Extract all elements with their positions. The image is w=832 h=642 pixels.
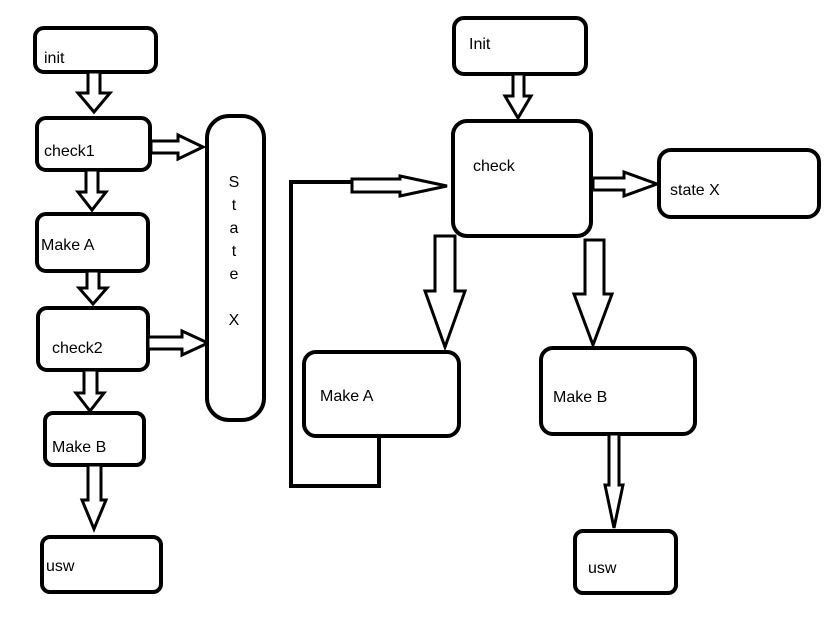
arrow-make-a-to-check2 [75,269,111,307]
right-init-label: Init [469,36,491,53]
arrow-right-init-to-check [502,72,534,121]
right-usw-label: usw [588,560,617,577]
left-make-a-label: Make A [41,237,95,254]
right-state-x-label: state X [670,182,720,199]
arrow-check-to-make-a [422,234,468,352]
arrow-loop-into-check [350,174,448,198]
right-usw-node: usw [573,529,678,595]
left-check2-label: check2 [52,340,103,357]
left-make-a-node: Make A [35,212,150,273]
state-x-letter-e: e [230,266,239,283]
arrow-check-to-make-b [571,238,615,350]
left-usw-label: usw [46,558,75,575]
left-make-b-label: Make B [52,439,106,456]
arrow-check1-to-make-a [74,168,110,213]
arrow-left-init-to-check1 [74,70,114,115]
arrow-make-b-to-usw [603,432,625,529]
left-init-node: init [33,26,158,74]
left-check2-node: check2 [36,306,150,372]
right-make-b-node: Make B [539,346,697,436]
left-check1-node: check1 [35,116,152,172]
state-x-letter-a: a [230,220,239,237]
arrow-check1-to-state-x [149,132,207,162]
right-state-x-node: state X [657,148,821,219]
right-check-node: check [451,119,593,238]
right-check-label: check [473,158,516,175]
right-make-b-label: Make B [553,389,607,406]
loop-line-make-a-to-check [289,180,381,488]
left-usw-node: usw [40,535,163,594]
left-check1-label: check1 [44,143,95,160]
state-x-letter-x: X [229,312,240,329]
state-x-letter-s: S [229,174,240,191]
left-init-label: init [44,50,65,67]
state-x-letter-t2: t [232,243,237,260]
left-make-b-node: Make B [43,411,146,467]
arrow-check2-to-state-x [146,328,212,358]
arrow-check-to-state-x [591,169,662,199]
right-make-a-label: Make A [320,388,374,405]
state-x-letter-t: t [232,197,237,214]
arrow-make-b-to-usw [79,463,109,533]
left-state-x-node: S t a t e X [205,114,266,422]
right-init-node: Init [452,16,588,76]
arrow-check2-to-make-b [72,368,108,414]
right-make-a-node: Make A [302,350,461,438]
